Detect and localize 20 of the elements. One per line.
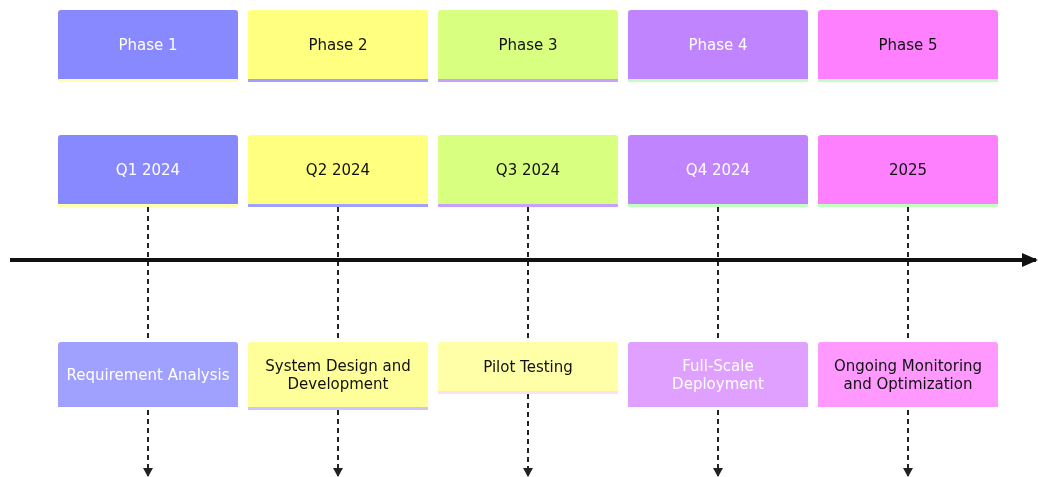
period-box: Q1 2024 — [58, 135, 238, 207]
dashed-arrow — [903, 409, 913, 477]
phase-header: Phase 4 — [628, 10, 808, 82]
event-box: Full-Scale Deployment — [628, 342, 808, 410]
dashed-arrow — [333, 409, 343, 477]
period-box: Q4 2024 — [628, 135, 808, 207]
period-box: Q3 2024 — [438, 135, 618, 207]
period-box: Q2 2024 — [248, 135, 428, 207]
phase-header: Phase 1 — [58, 10, 238, 82]
event-box: Pilot Testing — [438, 342, 618, 394]
phase-header: Phase 5 — [818, 10, 998, 82]
event-box: Ongoing Monitoring and Optimization — [818, 342, 998, 410]
dashed-arrow — [523, 393, 533, 477]
dashed-arrow — [713, 409, 723, 477]
event-box: System Design and Development — [248, 342, 428, 410]
dashed-arrow — [143, 409, 153, 477]
period-box: 2025 — [818, 135, 998, 207]
phase-header: Phase 3 — [438, 10, 618, 82]
phase-header: Phase 2 — [248, 10, 428, 82]
event-box: Requirement Analysis — [58, 342, 238, 410]
